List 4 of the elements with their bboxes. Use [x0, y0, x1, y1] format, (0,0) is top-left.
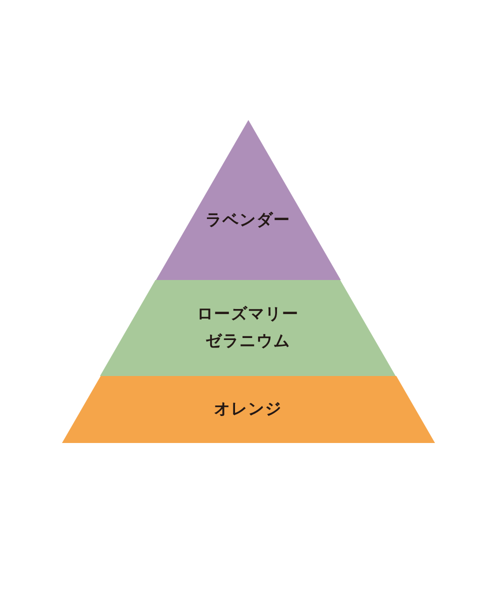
- tier-label: ラベンダー: [205, 208, 290, 230]
- tier-label: ローズマリー: [196, 304, 299, 325]
- tier-label: ゼラニウム: [205, 331, 290, 352]
- tier-label: オレンジ: [214, 399, 282, 420]
